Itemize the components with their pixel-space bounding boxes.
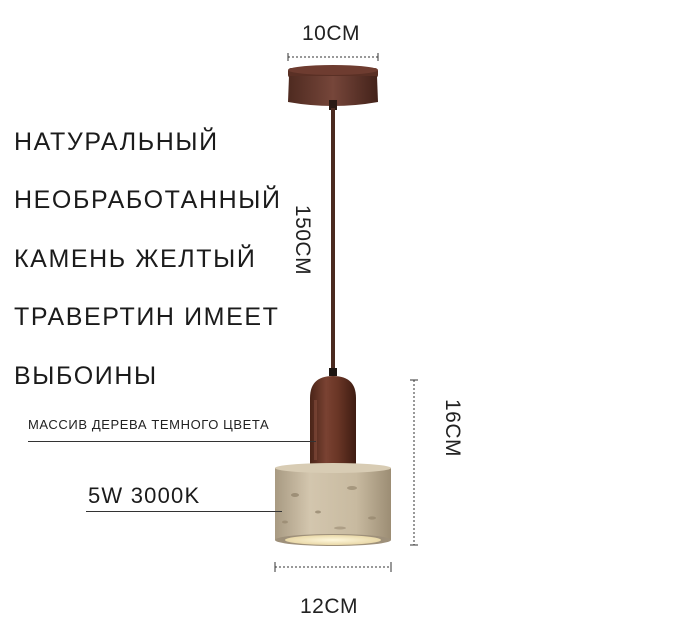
power-callout: 5W 3000K xyxy=(88,483,201,508)
description-line-5: ВЫБОИНЫ xyxy=(14,362,158,390)
lamp-height-dimension xyxy=(410,379,418,546)
description-line-1: НАТУРАЛЬНЫЙ xyxy=(14,128,219,156)
wood-callout-line xyxy=(28,441,316,442)
description-line-3: КАМЕНЬ ЖЕЛТЫЙ xyxy=(14,245,257,273)
travertine-shade xyxy=(275,463,391,546)
canopy-width-dimension xyxy=(287,53,379,61)
wood-body xyxy=(310,376,356,470)
description-line-2: НЕОБРАБОТАННЫЙ xyxy=(14,186,282,214)
ceiling-canopy xyxy=(288,65,378,110)
wood-body-callout: МАССИВ ДЕРЕВА ТЕМНОГО ЦВЕТА xyxy=(28,417,270,432)
description-line-4: ТРАВЕРТИН ИМЕЕТ xyxy=(14,303,280,331)
cord-grip xyxy=(329,368,337,376)
cord-length-label: 150CM xyxy=(291,204,314,276)
power-callout-line xyxy=(86,511,282,512)
canopy-width-label: 10CM xyxy=(302,22,361,45)
shade-width-label: 12CM xyxy=(300,595,359,618)
power-cord xyxy=(331,108,335,374)
shade-width-dimension xyxy=(274,562,392,572)
lamp-height-label: 16CM xyxy=(441,398,464,458)
